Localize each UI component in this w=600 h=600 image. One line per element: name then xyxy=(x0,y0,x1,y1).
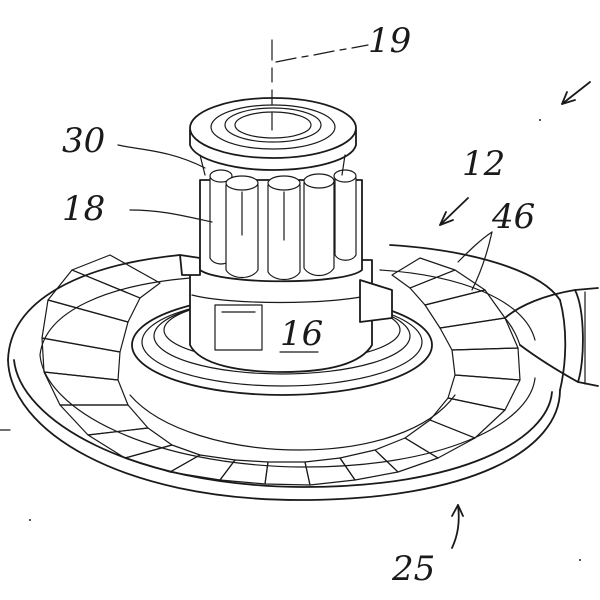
ref-label-16: 16 xyxy=(280,314,323,354)
side-port xyxy=(504,287,599,387)
speckle xyxy=(539,119,541,121)
top-cap xyxy=(189,97,357,176)
post-column xyxy=(199,169,363,283)
arrow-assembly xyxy=(439,197,469,226)
base-disk xyxy=(7,244,567,501)
ref-label-12: 12 xyxy=(462,144,505,184)
speckle xyxy=(579,559,581,561)
arrow-figure xyxy=(561,81,591,105)
ref-label-19: 19 xyxy=(368,21,411,61)
speckle xyxy=(29,519,31,521)
arrow-base xyxy=(451,504,464,549)
leader-lines xyxy=(0,144,493,431)
ref-label-18: 18 xyxy=(62,189,105,229)
ref-label-25: 25 xyxy=(391,549,435,589)
hub-body xyxy=(179,254,393,373)
radial-segments xyxy=(41,254,521,486)
ref-label-46: 46 xyxy=(491,197,535,237)
axis-line xyxy=(271,39,369,131)
ref-label-30: 30 xyxy=(62,121,105,161)
